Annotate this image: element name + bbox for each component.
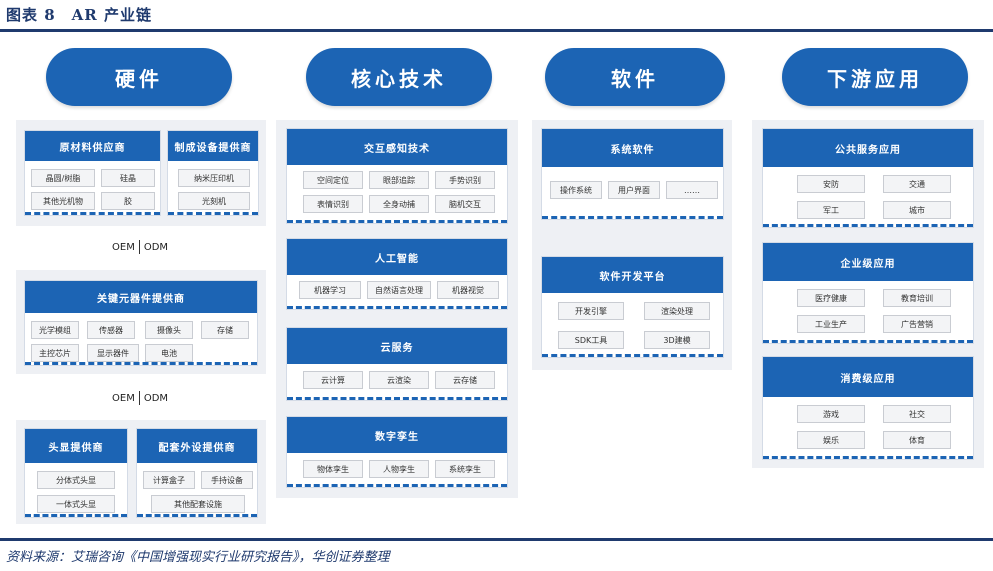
chip-handheld: 手持设备 [201,471,253,489]
card-headset: 头显提供商 分体式头显 一体式头显 [24,428,128,518]
chip-compute-box: 计算盒子 [143,471,195,489]
chip-ui: 用户界面 [608,181,660,199]
chip-transport: 交通 [883,175,951,193]
chip-storage: 存储 [201,321,249,339]
chip-eye-tracking: 眼部追踪 [369,171,429,189]
chip-camera: 摄像头 [145,321,193,339]
source-note: 资料来源：艾瑞咨询《中国增强现实行业研究报告》，华创证券整理 [6,550,390,565]
connector-1-odm: ODM [143,241,169,253]
chip-other-optics: 其他光机物 [31,192,95,210]
chip-dev-engine: 开发引擎 [558,302,624,320]
chip-display: 显示器件 [87,344,139,362]
card-public-services: 公共服务应用 安防 交通 军工 城市 [762,128,974,228]
chip-nanoimprint: 纳米压印机 [178,169,250,187]
connector-oem-odm-1: OEM ODM [112,240,168,254]
connector-oem-odm-2: OEM ODM [112,391,168,405]
chip-security: 安防 [797,175,865,193]
chip-cloud-storage: 云存储 [435,371,495,389]
chip-industrial: 工业生产 [797,315,865,333]
card-consumer: 消费级应用 游戏 社交 娱乐 体育 [762,356,974,460]
chip-cloud-render: 云渲染 [369,371,429,389]
figure-title: 图表 8 AR 产业链 [6,6,152,24]
chip-city: 城市 [883,201,951,219]
card-interaction: 交互感知技术 空间定位 眼部追踪 手势识别 表情识别 全身动捕 脑机交互 [286,128,508,224]
card-system-software: 系统软件 操作系统 用户界面 …… [541,128,724,220]
chip-sdk-tools: SDK工具 [558,331,624,349]
connector-2-oem: OEM [112,392,135,404]
chip-wafer-resin: 晶圆/树脂 [31,169,95,187]
chip-healthcare: 医疗健康 [797,289,865,307]
card-consumer-title: 消费级应用 [763,357,973,397]
card-cloud: 云服务 云计算 云渲染 云存储 [286,327,508,401]
card-public-services-title: 公共服务应用 [763,129,973,167]
chip-os: 操作系统 [550,181,602,199]
chip-advertising: 广告营销 [883,315,951,333]
category-core-tech: 核心技术 [306,48,492,106]
card-headset-title: 头显提供商 [25,429,127,463]
card-dev-platform-title: 软件开发平台 [542,257,723,293]
card-key-components-title: 关键元器件提供商 [25,281,257,313]
card-ai-title: 人工智能 [287,239,507,275]
chip-glue: 胶 [101,192,155,210]
chip-person-twin: 人物孪生 [369,460,429,478]
chip-education: 教育培训 [883,289,951,307]
chip-sports: 体育 [883,431,951,449]
category-hardware: 硬件 [46,48,232,106]
chip-split-headset: 分体式头显 [37,471,115,489]
top-rule [0,29,993,32]
card-key-components: 关键元器件提供商 光学模组 传感器 摄像头 存储 主控芯片 显示器件 电池 [24,280,258,366]
chip-cloud-compute: 云计算 [303,371,363,389]
card-manufacturing-title: 制成设备提供商 [168,131,258,161]
chip-other-facilities: 其他配套设施 [151,495,245,513]
card-raw-materials-title: 原材料供应商 [25,131,160,161]
chip-sensor: 传感器 [87,321,135,339]
chip-military: 军工 [797,201,865,219]
chip-battery: 电池 [145,344,193,362]
chip-allinone-headset: 一体式头显 [37,495,115,513]
card-manufacturing: 制成设备提供商 纳米压印机 光刻机 [167,130,259,216]
card-peripherals: 配套外设提供商 计算盒子 手持设备 其他配套设施 [136,428,258,518]
chip-main-chip: 主控芯片 [31,344,79,362]
chip-machine-vision: 机器视觉 [437,281,499,299]
chip-render-process: 渲染处理 [644,302,710,320]
chip-optics-module: 光学模组 [31,321,79,339]
chip-bci: 脑机交互 [435,195,495,213]
card-cloud-title: 云服务 [287,328,507,364]
chip-lithography: 光刻机 [178,192,250,210]
card-dev-platform: 软件开发平台 开发引擎 渲染处理 SDK工具 3D建模 [541,256,724,358]
category-downstream: 下游应用 [782,48,968,106]
chip-object-twin: 物体孪生 [303,460,363,478]
card-enterprise: 企业级应用 医疗健康 教育培训 工业生产 广告营销 [762,242,974,344]
connector-1-oem: OEM [112,241,135,253]
chip-spatial-positioning: 空间定位 [303,171,363,189]
card-ai: 人工智能 机器学习 自然语言处理 机器视觉 [286,238,508,310]
category-software: 软件 [545,48,725,106]
chip-fullbody-capture: 全身动捕 [369,195,429,213]
chip-expression-recognition: 表情识别 [303,195,363,213]
chip-machine-learning: 机器学习 [299,281,361,299]
chip-ellipsis: …… [666,181,718,199]
chip-nlp: 自然语言处理 [367,281,431,299]
card-peripherals-title: 配套外设提供商 [137,429,257,463]
card-enterprise-title: 企业级应用 [763,243,973,281]
chip-games: 游戏 [797,405,865,423]
chip-entertainment: 娱乐 [797,431,865,449]
card-twin: 数字孪生 物体孪生 人物孪生 系统孪生 [286,416,508,488]
card-interaction-title: 交互感知技术 [287,129,507,165]
chip-3d-modeling: 3D建模 [644,331,710,349]
chip-social: 社交 [883,405,951,423]
card-raw-materials: 原材料供应商 晶圆/树脂 硅晶 其他光机物 胶 [24,130,161,216]
card-system-software-title: 系统软件 [542,129,723,167]
chip-silicon: 硅晶 [101,169,155,187]
bottom-rule [0,538,993,541]
chip-system-twin: 系统孪生 [435,460,495,478]
connector-2-odm: ODM [143,392,169,404]
chip-gesture-recognition: 手势识别 [435,171,495,189]
card-twin-title: 数字孪生 [287,417,507,453]
